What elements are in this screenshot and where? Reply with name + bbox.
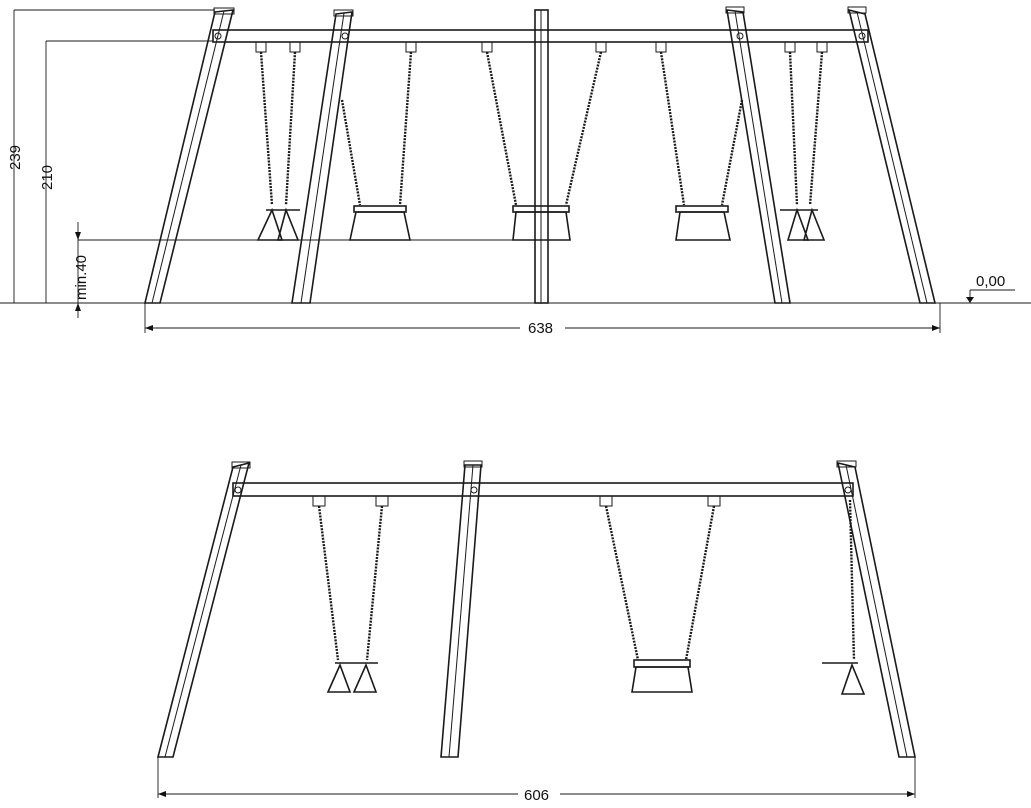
swing-seat-lower-a [312,495,389,693]
frame-leg-right-outer [847,8,937,304]
frame-leg-lower-center [440,460,483,758]
frame-leg-right-inner [726,9,791,304]
frame-leg-left-inner [291,11,353,304]
dimension-min40-label: min.40 [73,255,90,300]
swing-seat-5 [780,41,828,241]
frame-leg-lower-left [156,461,251,758]
dimension-width-bottom: 606 [157,757,916,804]
dimension-638-label: 638 [528,320,553,337]
swing-seat-1 [255,41,301,241]
top-beam [212,29,869,43]
swing-seat-lower-b [599,495,721,693]
swing-seat-3 [481,41,607,241]
top-beam-lower [232,482,854,497]
swing-seat-4 [655,41,744,241]
dimension-beam-height: 210 [39,40,213,303]
swing-seat-lower-c [822,499,866,695]
dimension-width-top: 638 [144,303,941,337]
front-elevation-five-seat: 239 210 min.40 0,00 [0,6,1031,337]
dimension-606-label: 606 [524,787,549,804]
dimension-total-height: 239 [7,9,215,303]
dimension-210-label: 210 [39,165,56,190]
front-elevation-two-seat: 606 [156,460,916,804]
frame-leg-left-outer [143,9,235,304]
dimension-seat-clearance: min.40 [73,222,535,318]
frame-leg-lower-right [836,460,916,758]
swing-seat-2 [340,41,417,241]
dimension-239-label: 239 [7,145,24,170]
leg-caps [213,6,867,40]
ground-level-marker: 0,00 [966,273,1015,303]
center-post [534,9,549,304]
ground-level-label: 0,00 [976,273,1005,290]
